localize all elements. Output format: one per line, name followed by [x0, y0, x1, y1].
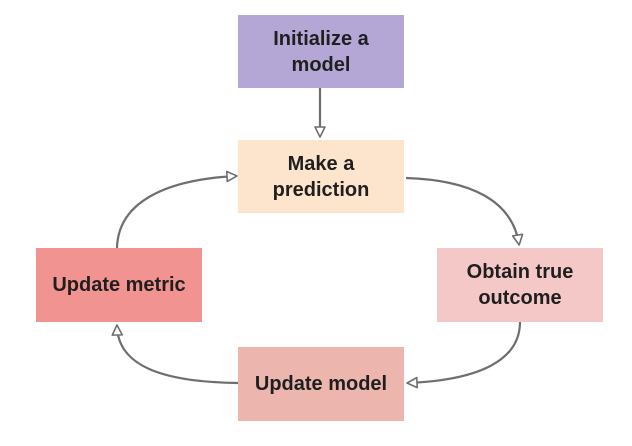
update-metric-node: Update metric [36, 248, 202, 322]
update-metric-label: Update metric [52, 274, 186, 296]
make-prediction-node: Make a prediction [238, 140, 404, 213]
arrow-update-model-to-metric [111, 324, 239, 385]
arrow-predict-to-obtain [405, 176, 524, 246]
arrow-metric-to-predict [115, 170, 238, 249]
arrow-obtain-to-update-model [406, 321, 522, 389]
initialize-model-node: Initialize a model [238, 15, 404, 88]
obtain-outcome-node: Obtain true outcome [437, 248, 603, 322]
initialize-model-label: Initialize a model [273, 27, 369, 76]
obtain-outcome-label: Obtain true outcome [466, 261, 574, 309]
make-prediction-label: Make a prediction [272, 152, 370, 201]
update-model-node: Update model [238, 347, 404, 421]
update-model-label: Update model [254, 373, 388, 395]
